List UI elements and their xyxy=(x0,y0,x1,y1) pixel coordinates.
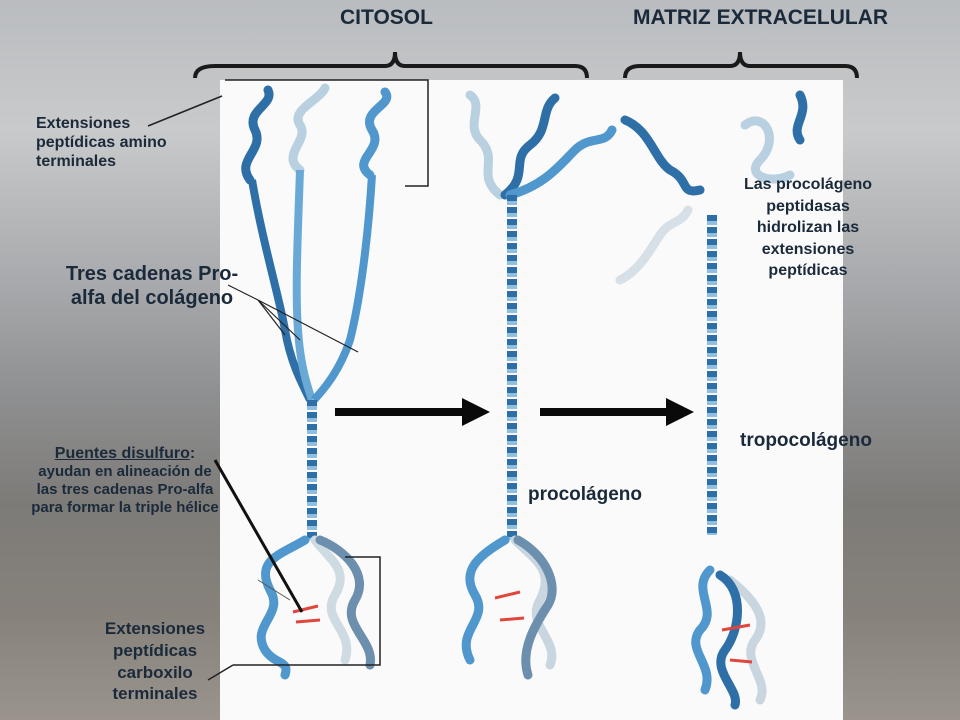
brace-matrix xyxy=(623,51,859,79)
cleaved-carboxyl-1 xyxy=(691,565,715,695)
chain3-carboxyl xyxy=(315,535,375,670)
chain3-amino xyxy=(359,87,392,180)
amino-pointer xyxy=(147,95,223,127)
chain2-carboxyl xyxy=(310,535,352,665)
chains-pointer-2 xyxy=(257,299,286,336)
cleaved-amino-3 xyxy=(792,90,808,145)
pro-amino-3 xyxy=(505,125,617,200)
pro-amino-1 xyxy=(465,90,505,200)
amino-bracket xyxy=(225,79,429,187)
label-disulfide: Puentes disulfuro: ayudan en alineación … xyxy=(26,444,224,517)
carboxyl-bracket xyxy=(233,556,381,666)
cleaved-amino-2 xyxy=(740,116,795,184)
label-carboxyl-extensions: Extensiones peptídicas carboxilo termina… xyxy=(104,619,206,704)
chain2-amino xyxy=(288,83,330,175)
pro-disulfide-1 xyxy=(494,590,521,600)
chain1 xyxy=(248,179,314,402)
pro-carboxyl-1 xyxy=(461,535,510,665)
label-disulfide-desc: ayudan en alineación de las tres cadenas… xyxy=(31,463,219,517)
pro-amino-2 xyxy=(500,93,560,200)
disulfide-pointer-2 xyxy=(257,579,291,601)
chain2 xyxy=(292,169,316,402)
chain1-carboxyl xyxy=(256,535,310,680)
label-procollagen: procolágeno xyxy=(528,484,643,505)
chain1-amino xyxy=(241,85,274,185)
label-disulfide-title: Puentes disulfuro xyxy=(54,445,190,462)
label-peptidases: Las procolágeno peptidasas hidrolizan la… xyxy=(743,176,873,280)
disulfide-bond-2 xyxy=(295,618,321,624)
cleaved-amino-1 xyxy=(620,115,705,196)
arrow-1 xyxy=(335,398,490,426)
disulfide-pointer xyxy=(213,459,304,613)
tropo-disulfide-2 xyxy=(729,658,753,664)
pro-carboxyl-2 xyxy=(510,535,557,670)
carboxyl-pointer xyxy=(207,664,234,681)
pro-disulfide-2 xyxy=(499,616,525,622)
chains-pointer-4 xyxy=(257,299,359,353)
cleaved-carboxyl-2 xyxy=(725,575,767,705)
cleaved-amino-4 xyxy=(615,205,693,285)
chains-pointer-1 xyxy=(227,284,259,301)
label-tropocollagen: tropocolágeno xyxy=(740,430,872,451)
cleaved-carboxyl-3 xyxy=(715,570,742,710)
brace-cytosol xyxy=(193,51,589,79)
header-extracellular-matrix: MATRIZ EXTRACELULAR xyxy=(633,6,889,29)
label-three-chains: Tres cadenas Pro-alfa del colágeno xyxy=(65,263,239,309)
disulfide-bond-1 xyxy=(292,604,319,614)
arrow-2 xyxy=(540,398,694,426)
tropo-disulfide-1 xyxy=(721,623,751,632)
label-disulfide-colon: : xyxy=(189,445,196,462)
chain3 xyxy=(311,174,376,403)
pro-carboxyl-3 xyxy=(513,535,557,680)
label-amino-extensions: Extensiones peptídicas amino terminales xyxy=(36,115,167,171)
chains-pointer-3 xyxy=(257,299,301,341)
header-cytosol: CITOSOL xyxy=(340,6,433,29)
